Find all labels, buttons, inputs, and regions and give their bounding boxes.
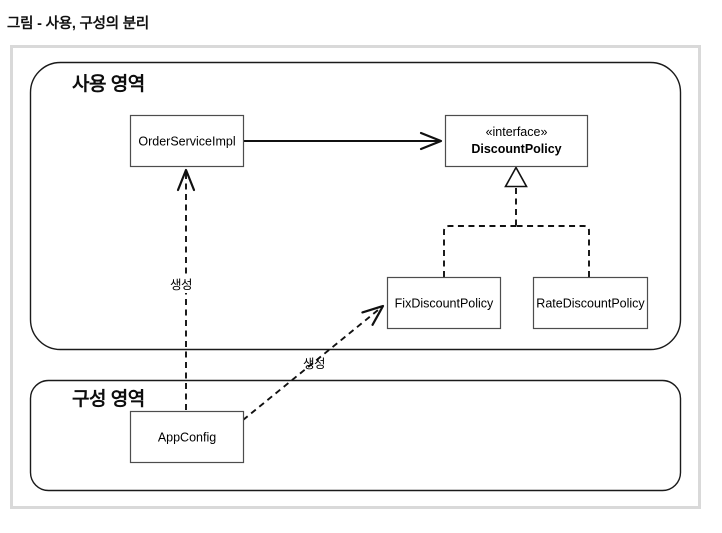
- edge-realization-fix: [443, 225, 516, 277]
- node-discount-policy: «interface» DiscountPolicy: [444, 114, 589, 168]
- node-fix-discount-policy: FixDiscountPolicy: [386, 276, 502, 330]
- edge-create-fix-discount-label: 생성: [303, 357, 325, 371]
- region-config-label: 구성 영역: [72, 388, 145, 410]
- node-order-service-impl: OrderServiceImpl: [129, 114, 245, 168]
- edge-create-fix-discount: [242, 304, 385, 421]
- node-order-service-impl-label: OrderServiceImpl: [138, 135, 235, 149]
- region-usage: [29, 61, 682, 351]
- node-rate-discount-policy-box: [532, 276, 649, 330]
- node-discount-policy-box: [444, 114, 589, 168]
- node-fix-discount-policy-box: [386, 276, 502, 330]
- node-order-service-impl-box: [129, 114, 245, 168]
- node-app-config-label: AppConfig: [158, 431, 216, 445]
- figure-title: 그림 - 사용, 구성의 분리: [7, 16, 150, 32]
- region-usage-label: 사용 영역: [72, 73, 145, 95]
- node-rate-discount-policy: RateDiscountPolicy: [532, 276, 649, 330]
- node-fix-discount-policy-label: FixDiscountPolicy: [395, 297, 494, 311]
- region-config: [29, 379, 682, 492]
- node-discount-policy-stereotype: «interface»: [486, 125, 548, 139]
- node-app-config-box: [129, 410, 245, 464]
- node-app-config: AppConfig: [129, 410, 245, 464]
- node-rate-discount-policy-label: RateDiscountPolicy: [536, 297, 645, 311]
- node-discount-policy-label: DiscountPolicy: [471, 142, 561, 156]
- edge-create-order-service-label: 생성: [170, 278, 192, 292]
- inheritance-triangle-icon: [504, 165, 528, 188]
- edge-label-bg: [167, 275, 199, 293]
- edge-realization-rate: [516, 225, 590, 277]
